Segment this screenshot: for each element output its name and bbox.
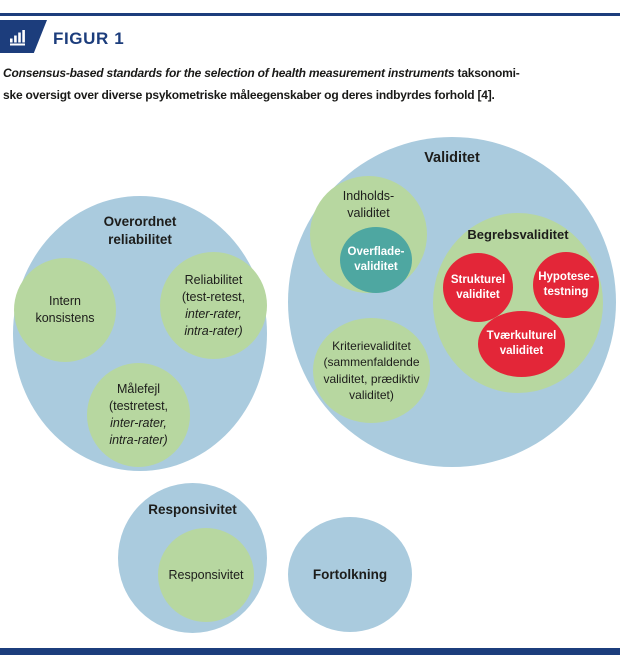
kriterievaliditet-text: Kriterievaliditet (sammenfaldende validi… — [323, 338, 420, 403]
label-line: Overordnet — [103, 214, 177, 229]
caption-line2: ske oversigt over diverse psykometriske … — [3, 88, 495, 102]
validitet-label: Validitet — [424, 150, 480, 166]
circle-overfladevaliditet: Overflade- validitet — [340, 227, 412, 293]
bottom-rule — [0, 648, 620, 655]
circle-hypotesetestning: Hypotese- testning — [533, 252, 599, 318]
fortolkning-label: Fortolkning — [312, 566, 388, 582]
overfladevaliditet-text: Overflade- validitet — [347, 246, 405, 273]
bar-chart-icon — [10, 29, 25, 45]
figure-title: FIGUR 1 — [53, 29, 125, 48]
circle-kriterievaliditet: Kriterievaliditet (sammenfaldende validi… — [313, 318, 430, 423]
responsivitet-label: Responsivitet — [148, 502, 237, 517]
circle-responsivitet-inner: Responsivitet — [158, 528, 254, 622]
circle-strukturel-validitet: Strukturel validitet — [443, 253, 513, 322]
caption-line1-end: taksonomi- — [454, 66, 520, 80]
figure-flag — [0, 20, 47, 53]
top-rule — [0, 13, 620, 16]
circle-tvaerkulturel-validitet: Tværkulturel validitet — [478, 311, 565, 377]
strukturel-validitet-text: Strukturel validitet — [450, 273, 506, 301]
intern-konsistens-text: Intern konsistens — [35, 294, 95, 325]
maalefejl-text: Målefejl (testretest, inter-rater, intra… — [108, 382, 169, 447]
figure-caption: Consensus-based standards for the select… — [3, 62, 520, 106]
label-line: reliabilitet — [108, 232, 172, 247]
tvaerkulturel-validitet-text: Tværkulturel validitet — [486, 330, 557, 357]
caption-italic-text: Consensus-based standards for the select… — [3, 66, 455, 80]
circle-maalefejl: Målefejl (testretest, inter-rater, intra… — [87, 363, 190, 467]
hypotesetestning-text: Hypotese- testning — [538, 271, 594, 298]
circle-intern-konsistens: Intern konsistens — [14, 258, 116, 362]
circle-reliabilitet: Reliabilitet (test-retest, inter-rater, … — [160, 252, 267, 359]
reliabilitet-text: Reliabilitet (test-retest, inter-rater, … — [181, 272, 246, 338]
begrebsvaliditet-label: Begrebsvaliditet — [467, 227, 569, 242]
indholdsvaliditet-label: Indholds- validitet — [342, 189, 395, 220]
overordnet-reliabilitet-label: Overordnet reliabilitet — [13, 213, 267, 249]
responsivitet-inner-text: Responsivitet — [168, 567, 244, 582]
circle-fortolkning: Fortolkning — [288, 517, 412, 632]
